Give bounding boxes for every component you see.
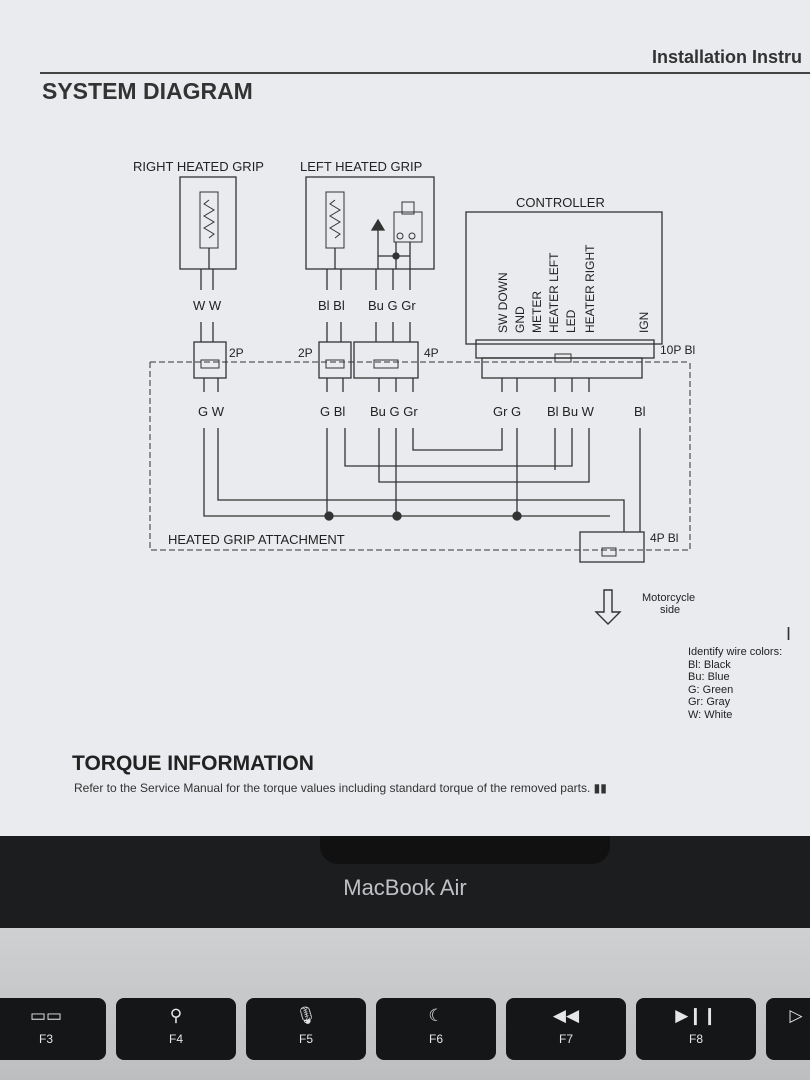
pin-sw-down: SW DOWN bbox=[496, 272, 510, 333]
motorcycle-side-line1: Motorcycle bbox=[642, 592, 695, 604]
text-cursor-icon: I bbox=[786, 624, 792, 644]
pin-meter: METER bbox=[530, 291, 544, 333]
installation-title: Installation Instru bbox=[652, 47, 803, 67]
label-2p-b: 2P bbox=[298, 346, 313, 360]
label-4p-bl: 4P Bl bbox=[650, 531, 678, 545]
screen: Installation Instru SYSTEM DIAGRAM bbox=[0, 0, 810, 840]
pin-led: LED bbox=[564, 309, 578, 333]
torque-title: TORQUE INFORMATION bbox=[72, 752, 314, 775]
moon-icon: ☾ bbox=[428, 1006, 444, 1025]
legend-item: Bl: Black bbox=[688, 658, 731, 671]
search-icon: ⚲ bbox=[169, 1006, 183, 1025]
controller-box bbox=[465, 211, 663, 345]
torque-text-body: Refer to the Service Manual for the torq… bbox=[74, 781, 591, 795]
label-10p-bl: 10P Bl bbox=[660, 343, 695, 357]
connector-2p-left bbox=[318, 341, 352, 379]
label-4p: 4P bbox=[424, 346, 439, 360]
right-grip-box bbox=[179, 176, 237, 270]
right-grip-label: RIGHT HEATED GRIP bbox=[133, 159, 264, 174]
laptop-brand: MacBook Air bbox=[343, 875, 467, 900]
fast-forward-icon: ▷ bbox=[789, 1006, 803, 1025]
pin-heater-right: HEATER RIGHT bbox=[583, 244, 597, 333]
legend-item: Bu: Blue bbox=[688, 671, 730, 683]
header-rule bbox=[40, 72, 810, 74]
wire-label-bugr: Bu G Gr bbox=[370, 404, 418, 419]
key-f8[interactable]: ▶❙❙F8 bbox=[636, 998, 756, 1060]
key-f9[interactable]: ▷ bbox=[766, 998, 810, 1060]
connector-4p-bl bbox=[579, 531, 645, 563]
torque-text: Refer to the Service Manual for the torq… bbox=[74, 781, 607, 795]
left-grip-box bbox=[305, 176, 435, 270]
label-2p-a: 2P bbox=[229, 346, 244, 360]
key-f3[interactable]: ▭▭F3 bbox=[0, 998, 106, 1060]
wire-label-bugg: Bu G Gr bbox=[368, 298, 416, 313]
motorcycle-side-line2: side bbox=[660, 604, 680, 616]
wire-label-blbuw: Bl Bu W bbox=[547, 404, 595, 419]
key-f5[interactable]: 🎙F5 bbox=[246, 998, 366, 1060]
key-f7[interactable]: ◀◀F7 bbox=[506, 998, 626, 1060]
section-title: SYSTEM DIAGRAM bbox=[42, 78, 253, 104]
connector-2p-right bbox=[193, 341, 227, 379]
wire-label-gw: G W bbox=[198, 404, 225, 419]
key-f6[interactable]: ☾F6 bbox=[376, 998, 496, 1060]
wire-label-grg: Gr G bbox=[493, 404, 521, 419]
connector-4p bbox=[353, 341, 419, 379]
play-pause-icon: ▶❙❙ bbox=[675, 1006, 717, 1025]
book-icon: ▮▮ bbox=[593, 781, 607, 795]
wire-label-gbl: G Bl bbox=[320, 404, 345, 419]
rewind-icon: ◀◀ bbox=[552, 1006, 580, 1025]
wire-label-ww: W W bbox=[193, 298, 222, 313]
connector-10p bbox=[475, 339, 655, 359]
wire-color-legend: Identify wire colors: Bl: Black Bu: Blue… bbox=[688, 646, 782, 721]
wire-label-bl: Bl bbox=[634, 404, 646, 419]
legend-item: G: Green bbox=[688, 683, 734, 696]
legend-item: Gr: Gray bbox=[688, 696, 731, 708]
legend-title: Identify wire colors: bbox=[688, 646, 783, 658]
attachment-label: HEATED GRIP ATTACHMENT bbox=[168, 532, 345, 547]
microphone-icon: 🎙 bbox=[295, 1006, 317, 1025]
controller-label: CONTROLLER bbox=[516, 195, 605, 210]
pin-ign: IGN bbox=[637, 312, 651, 333]
mission-control-icon: ▭▭ bbox=[29, 1006, 63, 1025]
pin-gnd: GND bbox=[513, 306, 527, 333]
system-diagram: RIGHT HEATED GRIP LEFT HEATED GRIP CONTR… bbox=[133, 159, 695, 625]
camera-notch bbox=[320, 836, 610, 864]
key-f4[interactable]: ⚲F4 bbox=[116, 998, 236, 1060]
wire-label-blbl: Bl Bl bbox=[318, 298, 345, 313]
left-grip-label: LEFT HEATED GRIP bbox=[300, 159, 422, 174]
legend-item: W: White bbox=[688, 708, 733, 721]
pin-heater-left: HEATER LEFT bbox=[547, 252, 561, 333]
